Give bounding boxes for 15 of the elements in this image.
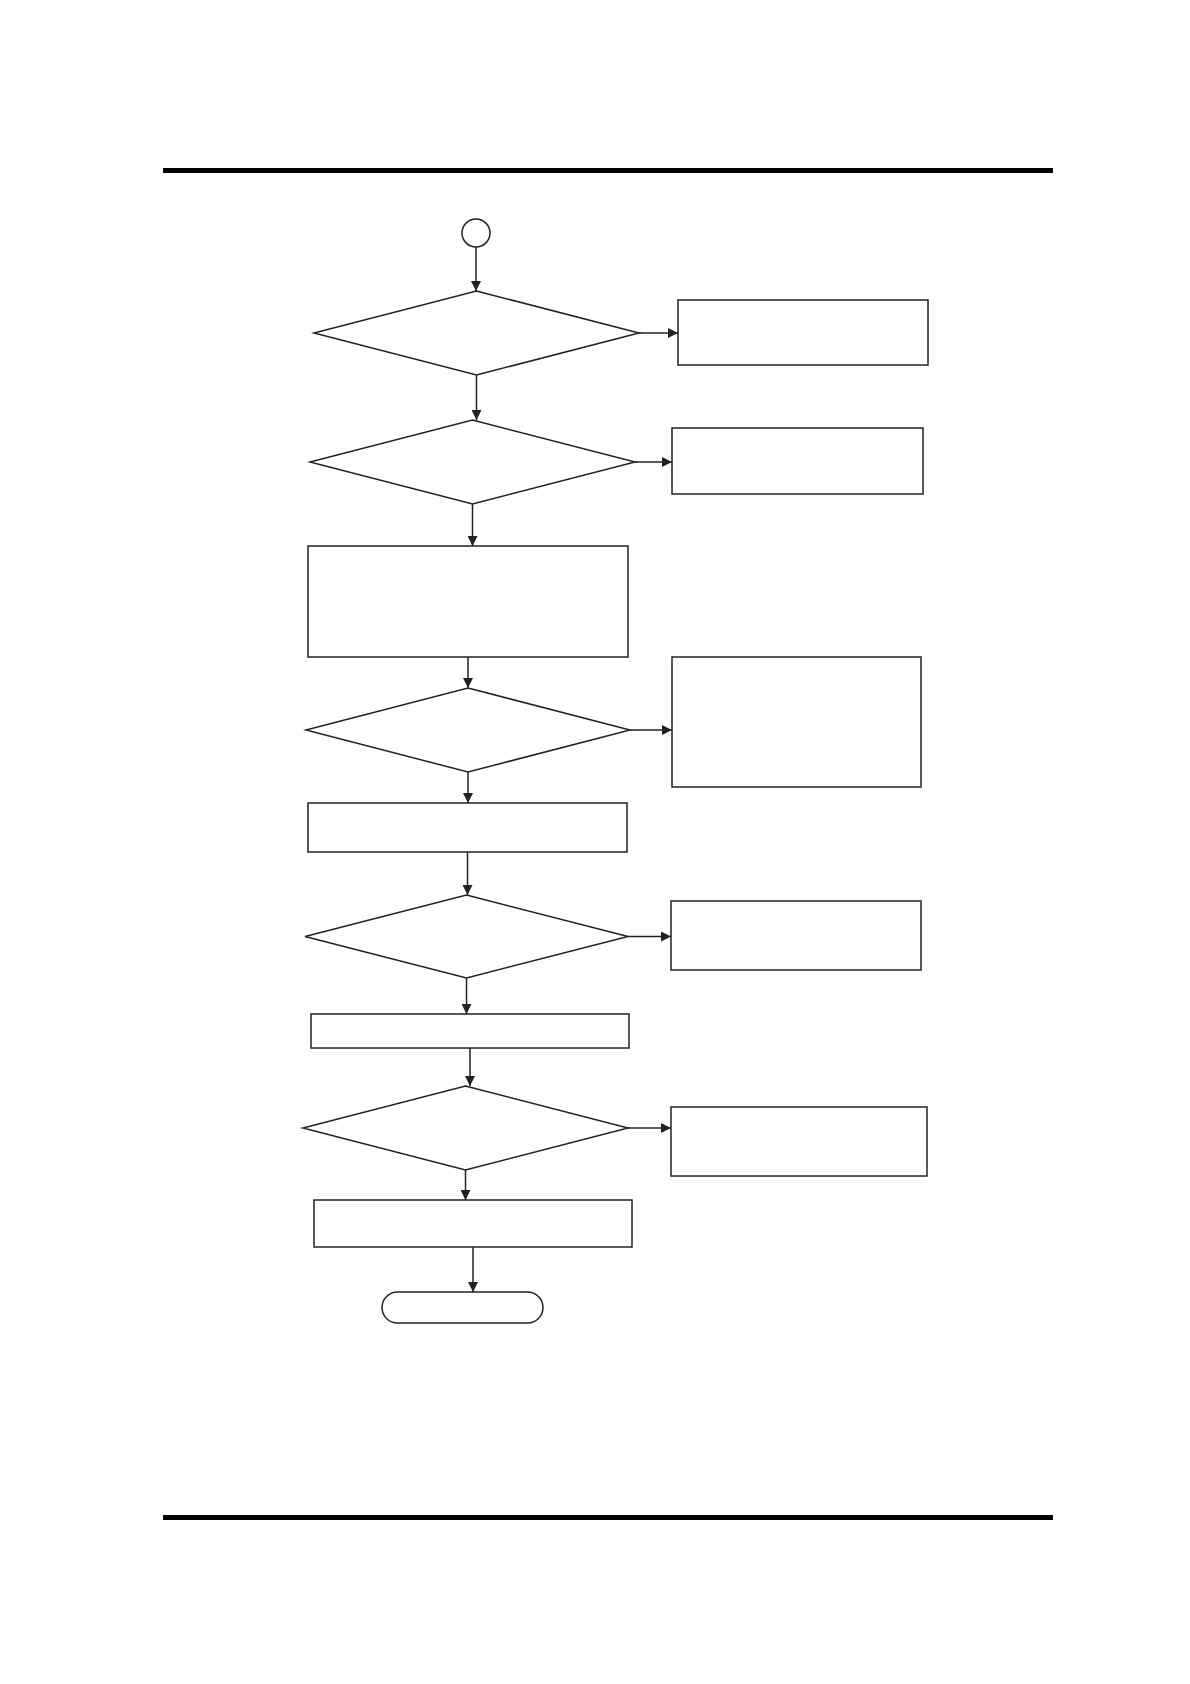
arrow (463, 656, 473, 689)
arrow (463, 771, 473, 804)
arrow (467, 503, 478, 547)
arrow (461, 977, 472, 1015)
arrow (462, 851, 473, 896)
arrow (634, 457, 673, 467)
arrow (471, 246, 481, 292)
arrow (627, 931, 672, 942)
arrow (627, 1123, 672, 1133)
arrow (629, 725, 673, 735)
arrow (460, 1169, 471, 1201)
arrow (638, 328, 679, 338)
arrow (465, 1047, 475, 1087)
arrow (471, 374, 482, 421)
arrow (468, 1246, 478, 1293)
